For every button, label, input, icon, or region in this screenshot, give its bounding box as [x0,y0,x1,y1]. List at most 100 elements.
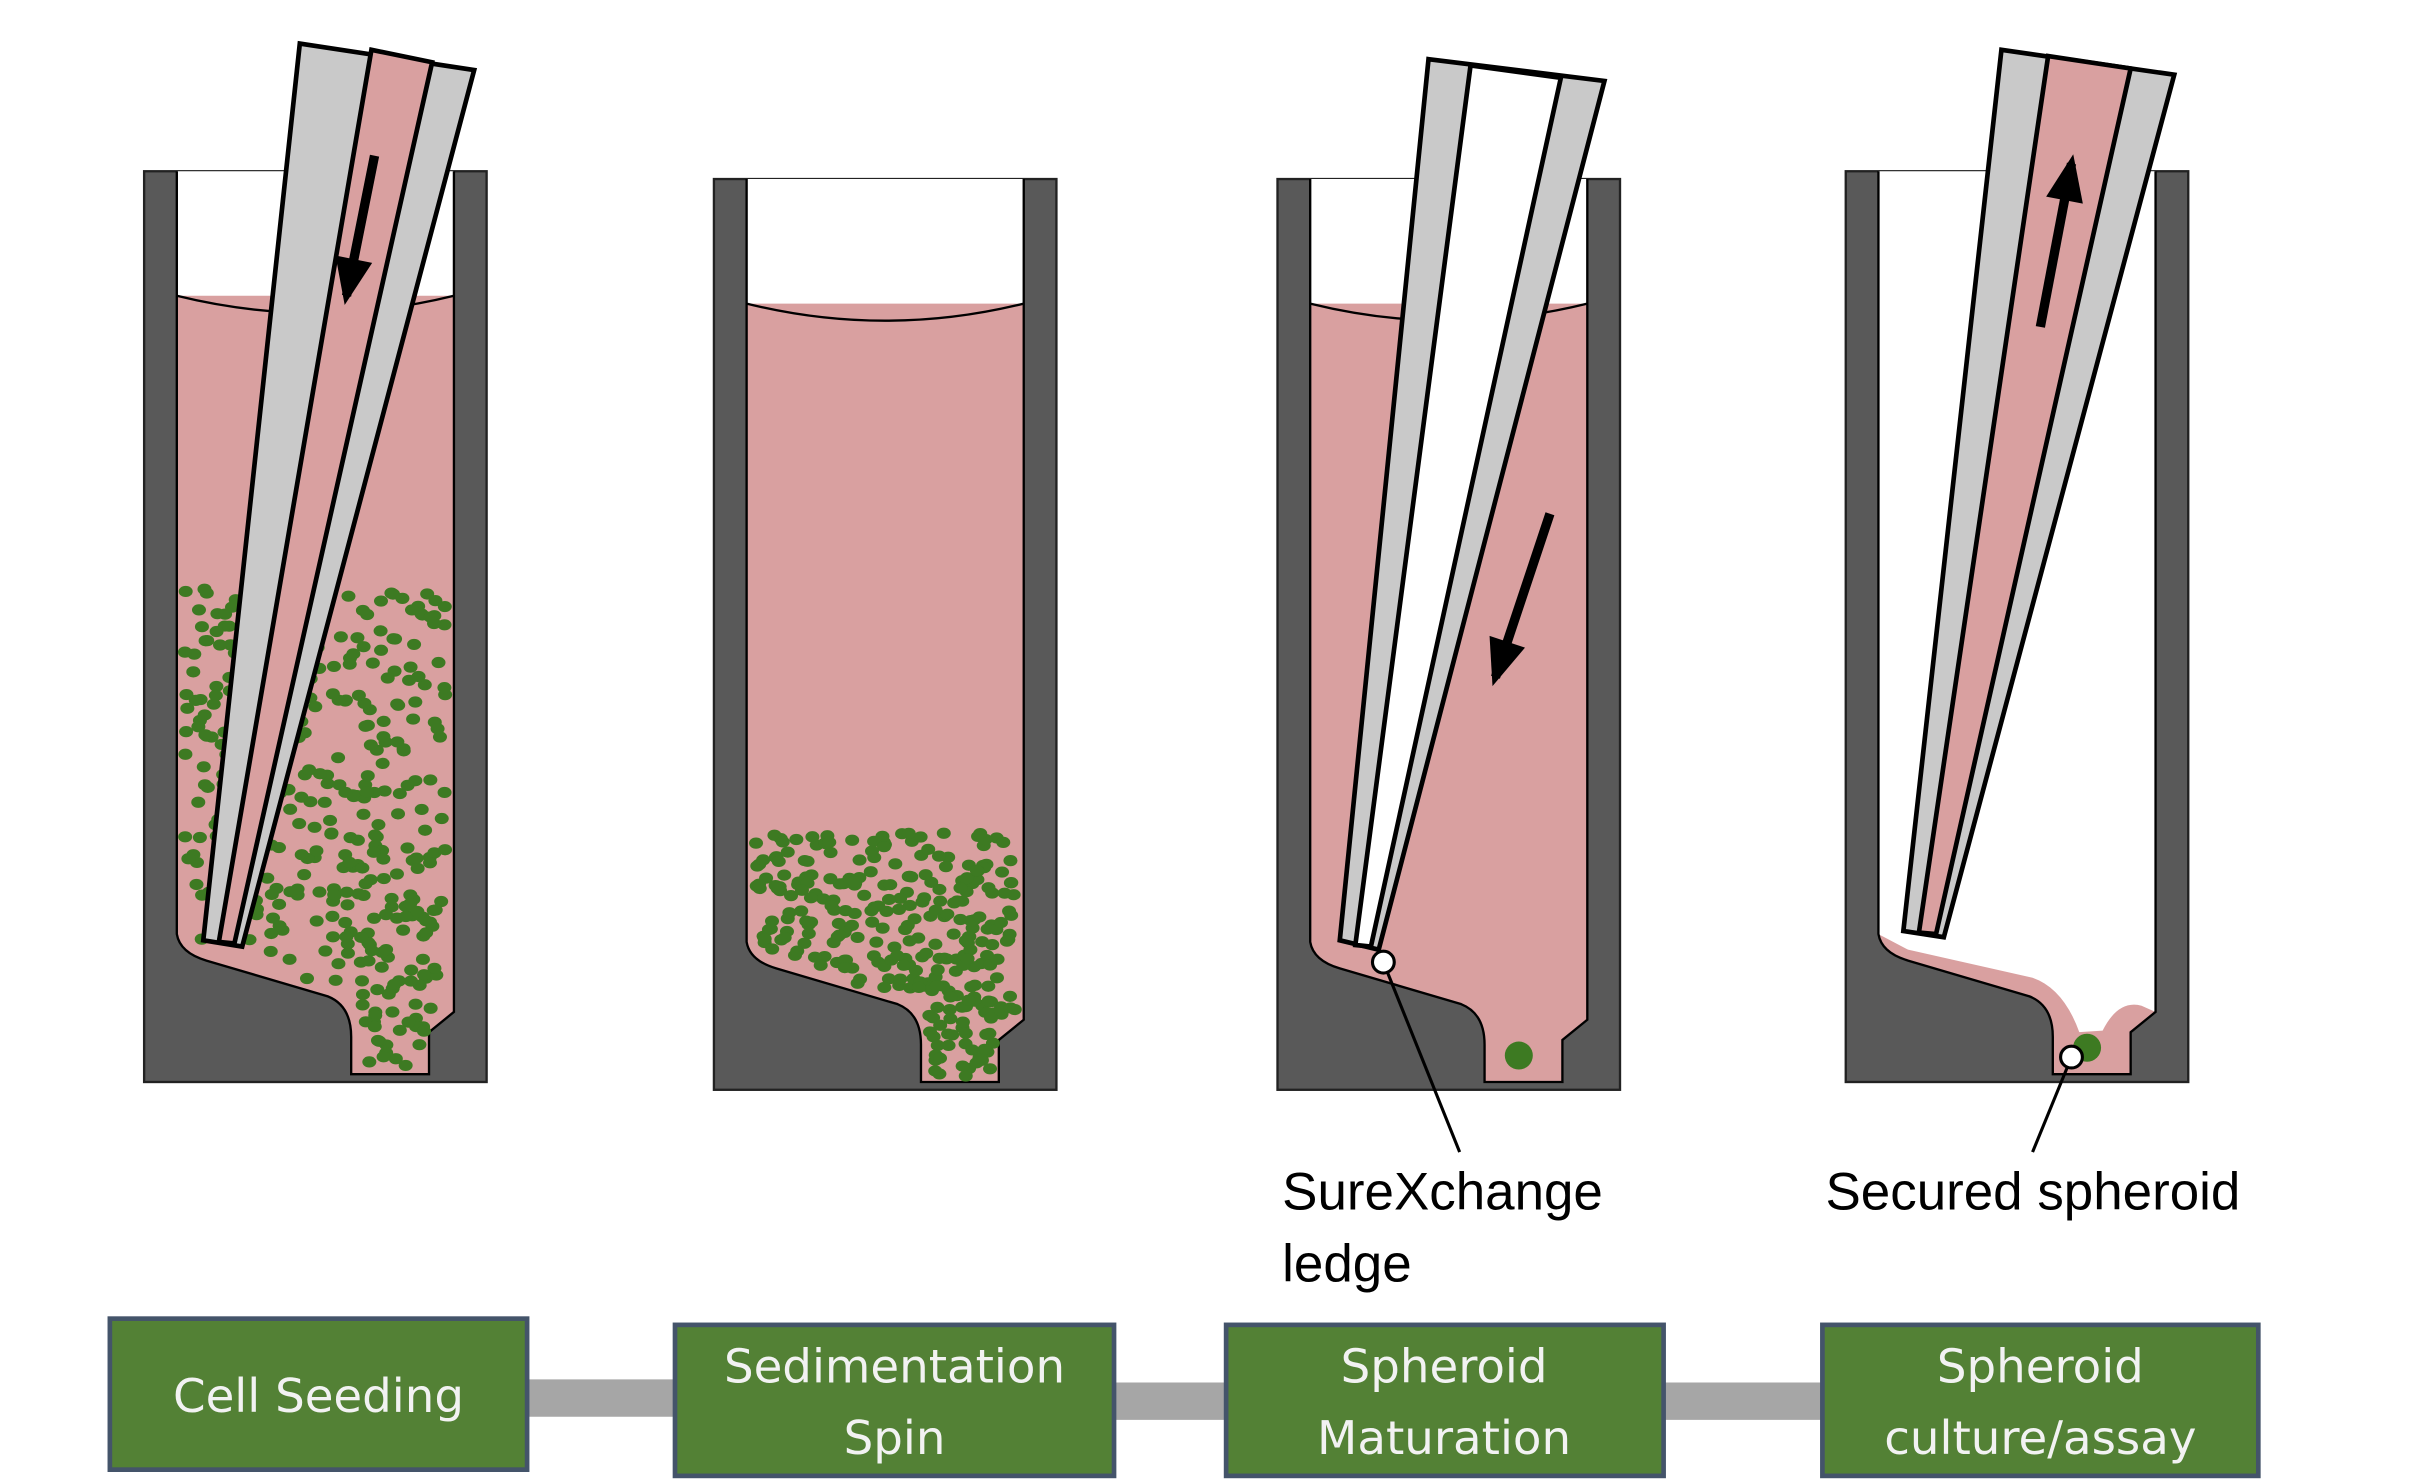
cell [376,1051,391,1063]
cell [989,972,1004,984]
cell [283,803,298,815]
cell [990,953,1005,965]
cell [376,731,391,743]
cell [982,1027,997,1040]
cell [432,731,447,743]
cell [272,898,287,910]
flow-direction-arrow [2035,154,2083,328]
cell [197,709,212,721]
cell [930,1039,945,1052]
cell [199,587,214,599]
cell [294,849,309,861]
cell [932,1068,947,1080]
cell [346,648,361,660]
spheroid-pointer-line [2031,1056,2073,1153]
cell [328,974,343,986]
cell [883,879,898,891]
cell [358,878,373,890]
cell [363,739,378,751]
arrow-head [335,255,373,305]
cell [969,864,984,877]
cell [338,916,353,929]
cell [797,854,812,867]
cell [340,947,355,959]
cell [437,600,452,613]
cell [318,945,333,957]
cell [887,941,902,953]
cell [784,890,799,902]
cell [356,808,371,820]
cell [180,702,195,714]
cell [359,786,374,798]
cell [350,834,365,846]
cell [757,933,772,945]
cell [423,611,438,623]
cell [381,988,396,1000]
cell [410,905,425,918]
cell [837,961,852,974]
cell [410,862,425,874]
cell [995,866,1010,878]
cell [961,994,976,1006]
cell [222,620,237,632]
flow-arrow [1114,1382,1261,1420]
cell [408,998,423,1010]
cell [919,947,934,959]
cell [822,836,837,848]
cell [320,777,335,790]
cell [178,831,193,843]
cell [865,916,880,928]
step-spheroid-maturation: Spheroid Maturation [1223,1322,1666,1479]
cell [983,1063,998,1075]
cell [396,745,411,757]
cell [392,787,407,800]
cell [941,1039,956,1052]
cell [356,641,371,653]
cell [972,911,987,923]
cell [847,907,862,920]
cell [908,964,923,977]
cell [388,633,403,645]
step-label-line1: Sedimentation [724,1340,1065,1394]
cell [309,845,324,857]
well-wall-outline [175,171,456,1076]
step-label-line1: Spheroid [1341,1340,1548,1394]
cell [324,827,339,839]
cell [377,785,392,797]
cell [325,688,340,700]
cell [191,796,206,808]
cell [375,757,390,770]
cell [789,833,804,846]
cell [415,953,430,965]
cell [367,1021,382,1033]
cell [299,972,314,985]
cell [407,638,422,651]
cell [388,1053,403,1065]
step-label-line2: Maturation [1317,1412,1571,1466]
cell [369,831,384,843]
cell [850,931,865,944]
cell [361,955,376,967]
meniscus [746,302,1025,322]
cell [913,831,928,843]
cell [292,817,307,830]
cell [404,604,420,616]
arrow-head [2046,154,2083,204]
cell [749,837,764,849]
cell [303,796,318,808]
cell [364,944,379,957]
cell [412,1039,427,1051]
cell [282,953,297,965]
cell [958,1070,973,1082]
cell [933,895,948,907]
cell [209,680,224,693]
cell [417,969,432,981]
cell [907,913,922,925]
cell [312,886,327,898]
cell [380,672,395,684]
step-label-line2: Spin [844,1412,946,1466]
cell [963,944,978,956]
step-label-line2: culture/assay [1884,1412,2196,1466]
cell [370,984,385,996]
cell [417,679,432,691]
